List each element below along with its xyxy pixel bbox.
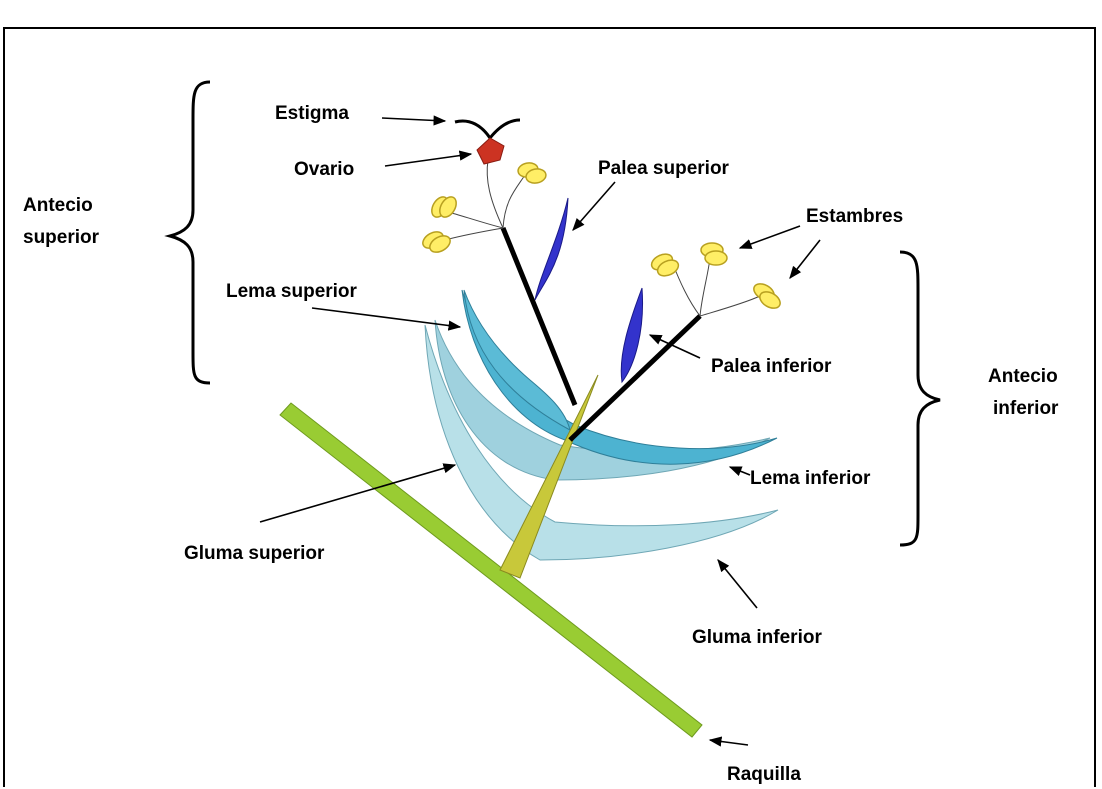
label-raquilla: Raquilla bbox=[727, 764, 801, 785]
lower-filaments bbox=[672, 258, 760, 316]
arrow-lema-superior bbox=[312, 308, 460, 327]
palea-superior-shape bbox=[535, 198, 568, 300]
label-palea-superior: Palea superior bbox=[598, 158, 730, 179]
arrow-estambres-1 bbox=[740, 226, 800, 248]
upper-filaments bbox=[445, 160, 525, 240]
label-lema-superior: Lema superior bbox=[226, 281, 358, 302]
label-gluma-superior: Gluma superior bbox=[184, 543, 325, 564]
stigma-shape bbox=[455, 120, 520, 138]
arrow-palea-superior bbox=[573, 182, 615, 230]
label-palea-inferior: Palea inferior bbox=[711, 356, 832, 377]
brace-antecio-superior bbox=[170, 82, 210, 383]
label-antecio-inferior-1: Antecio bbox=[988, 366, 1058, 387]
arrow-estigma bbox=[382, 118, 445, 121]
label-antecio-inferior-2: inferior bbox=[993, 398, 1059, 419]
label-gluma-inferior: Gluma inferior bbox=[692, 627, 822, 648]
anthers bbox=[420, 161, 783, 311]
ovary-shape bbox=[477, 138, 504, 164]
arrow-ovario bbox=[385, 154, 471, 166]
label-estigma: Estigma bbox=[275, 103, 349, 124]
arrow-lema-inferior bbox=[730, 467, 750, 475]
label-estambres: Estambres bbox=[806, 206, 903, 227]
brace-antecio-inferior bbox=[900, 252, 940, 545]
label-lema-inferior: Lema inferior bbox=[750, 468, 871, 489]
label-antecio-superior-1: Antecio bbox=[23, 195, 93, 216]
arrow-estambres-2 bbox=[790, 240, 820, 278]
arrow-raquilla bbox=[710, 740, 748, 745]
palea-inferior-shape bbox=[621, 288, 642, 382]
label-ovario: Ovario bbox=[294, 159, 354, 180]
label-antecio-superior-2: superior bbox=[23, 227, 100, 248]
arrow-gluma-inferior bbox=[718, 560, 757, 608]
